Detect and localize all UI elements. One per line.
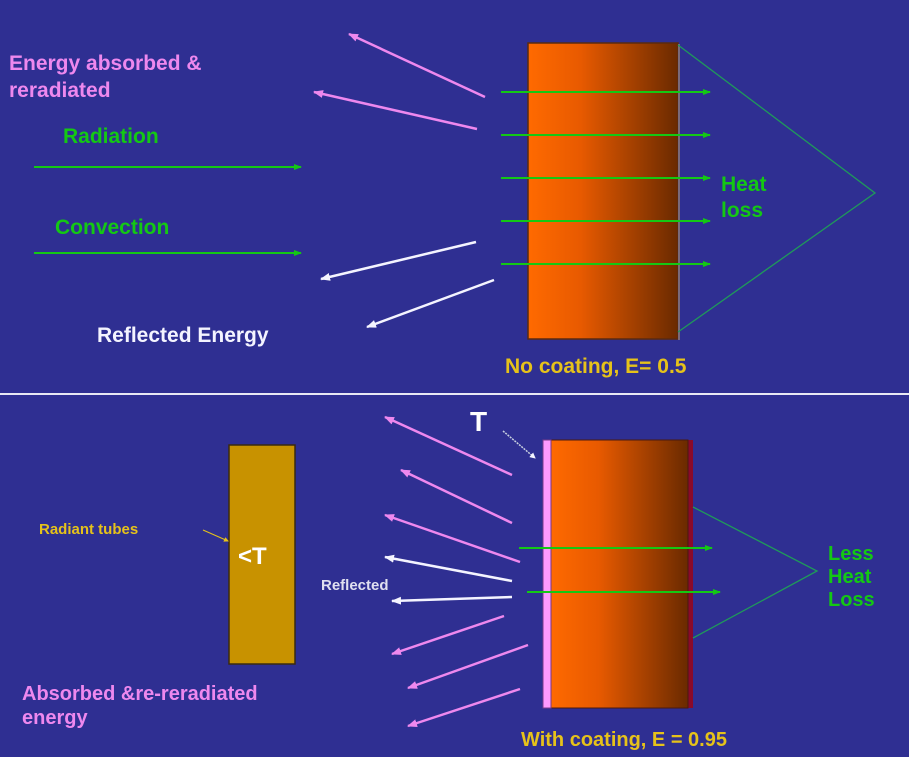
label-less-heat-loss-line2: Heat	[828, 566, 872, 588]
less-heat-loss-bracket	[692, 506, 819, 639]
label-less-heat-loss-line1: Less	[828, 543, 874, 565]
reradiated-arrow	[407, 687, 521, 728]
label-heat-loss-line2: loss	[721, 199, 763, 222]
label-reflected: Reflected	[321, 577, 389, 594]
top-panel-background	[0, 0, 909, 393]
top-panel: Energy absorbed & reradiated Radiation C…	[9, 32, 877, 378]
label-convection: Convection	[55, 216, 169, 239]
label-energy-absorbed-line2: reradiated	[9, 79, 111, 102]
reradiated-arrow	[313, 90, 478, 131]
uncoated-slab	[527, 42, 679, 340]
label-less-heat-loss-line3: Loss	[828, 589, 875, 611]
label-radiation: Radiation	[63, 125, 159, 148]
reflected-arrow	[391, 595, 513, 605]
reradiated-arrow	[391, 614, 505, 656]
bottom-panel-background	[0, 395, 909, 757]
label-reflected-energy: Reflected Energy	[97, 324, 269, 347]
label-absorbed-line1: Absorbed &re-reradiated	[22, 683, 258, 705]
reradiated-arrow	[384, 415, 513, 477]
reradiated-arrow	[348, 32, 486, 99]
radiant-tubes-leader	[202, 529, 229, 542]
radiant-tube	[228, 444, 296, 665]
label-absorbed-line2: energy	[22, 707, 88, 729]
caption-with-coating: With coating, E = 0.95	[521, 729, 727, 751]
label-heat-loss-line1: Heat	[721, 173, 767, 196]
bottom-panel: <T Radiant tubes T Reflected Absorbed &r…	[22, 406, 875, 751]
coated-slab	[549, 439, 689, 709]
caption-no-coating: No coating, E= 0.5	[505, 355, 687, 378]
label-energy-absorbed-line1: Energy absorbed &	[9, 52, 202, 75]
reradiated-arrow	[407, 643, 529, 690]
label-radiant-tubes: Radiant tubes	[39, 521, 138, 538]
label-less-than-T: <T	[238, 543, 267, 570]
reflected-arrow	[366, 278, 495, 329]
label-T: T	[470, 406, 487, 437]
reradiated-arrow	[400, 468, 513, 525]
panel-separator	[0, 393, 909, 395]
coating-layer	[542, 439, 552, 709]
reradiated-arrow	[384, 513, 521, 564]
heat-loss-bracket	[677, 44, 877, 333]
reflected-arrow	[384, 554, 513, 583]
T-pointer	[502, 430, 536, 459]
reflected-arrow	[320, 240, 477, 281]
